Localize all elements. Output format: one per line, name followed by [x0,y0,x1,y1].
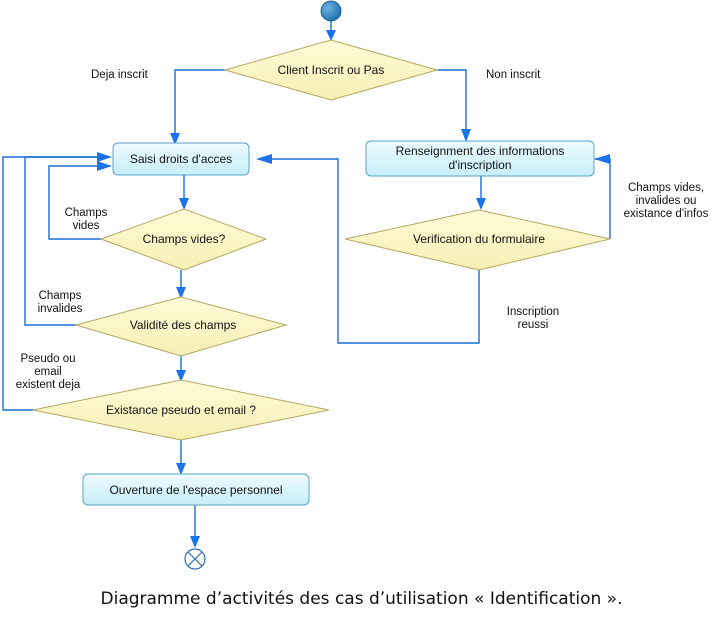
arrow-head [179,198,189,210]
arrow-head [476,198,486,210]
arrow-head [326,30,336,41]
activity-ouverture: Ouverture de l'espace personnel [82,473,310,506]
label-champs-vides-line-1: Champs [65,207,108,219]
label-inscription-reussi-line-1: Inscription [507,306,559,318]
arrow-head [170,133,180,145]
activity-label: Saisi droits d'acces [130,152,232,166]
arrow-head [97,161,112,171]
arrow-head [256,154,272,164]
decision-client-inscrit: Client Inscrit ou Pas [223,39,439,101]
label-non-inscrit: Non inscrit [486,69,541,81]
edges [2,20,611,548]
decision-label: Client Inscrit ou Pas [278,63,385,77]
decision-verification: Verification du formulaire [344,209,611,271]
decision-validite: Validité des champs [74,296,288,357]
decision-champs-vides: Champs vides? [99,208,268,271]
final-node [184,548,206,570]
edge-champs-vides-loop [48,165,110,240]
edge-non-inscrit [437,69,467,138]
label-form-errors-line-1: Champs vides, [628,182,704,194]
figure-caption: Diagramme d’activités des cas d’utilisat… [100,589,623,609]
activity-saisi-droits: Saisi droits d'acces [112,142,250,176]
decision-label: Verification du formulaire [413,232,545,246]
edge-inscription-reussi [258,158,480,344]
arrow-head [176,463,186,475]
activity-renseignement: Renseignment des informations d'inscript… [365,140,595,177]
arrow-head [594,154,610,164]
arrow-head [176,370,186,382]
edge-deja-inscrit [174,69,225,142]
activity-label-line-1: Renseignment des informations [396,144,565,158]
edge-labels: Deja inscrit Non inscrit Champs vides Ch… [16,69,709,391]
arrow-head [190,536,200,548]
edge-pseudo-existent-loop [2,156,110,411]
activity-label-line-2: d'inscription [449,158,512,172]
label-deja-inscrit: Deja inscrit [91,69,149,81]
decision-label: Champs vides? [143,232,226,246]
label-form-errors-line-3: existance d'infos [624,208,709,220]
initial-node [320,0,342,22]
label-champs-invalides-line-1: Champs [39,290,82,302]
edge-form-errors-loop [595,158,611,239]
label-pseudo-existent-line-2: email [34,366,61,378]
label-pseudo-existent-line-1: Pseudo ou [21,353,76,365]
label-champs-vides-line-2: vides [73,220,100,232]
label-form-errors-line-2: invalides ou [636,195,697,207]
label-champs-invalides-line-2: invalides [38,303,83,315]
arrow-head [176,287,186,299]
decision-label: Validité des champs [130,318,237,332]
label-pseudo-existent-line-3: existent deja [16,379,81,391]
activity-label: Ouverture de l'espace personnel [109,483,282,497]
label-inscription-reussi-line-2: reussi [518,319,549,331]
decision-existance: Existance pseudo et email ? [32,379,330,441]
arrow-head [461,129,471,142]
decision-label: Existance pseudo et email ? [106,403,256,417]
